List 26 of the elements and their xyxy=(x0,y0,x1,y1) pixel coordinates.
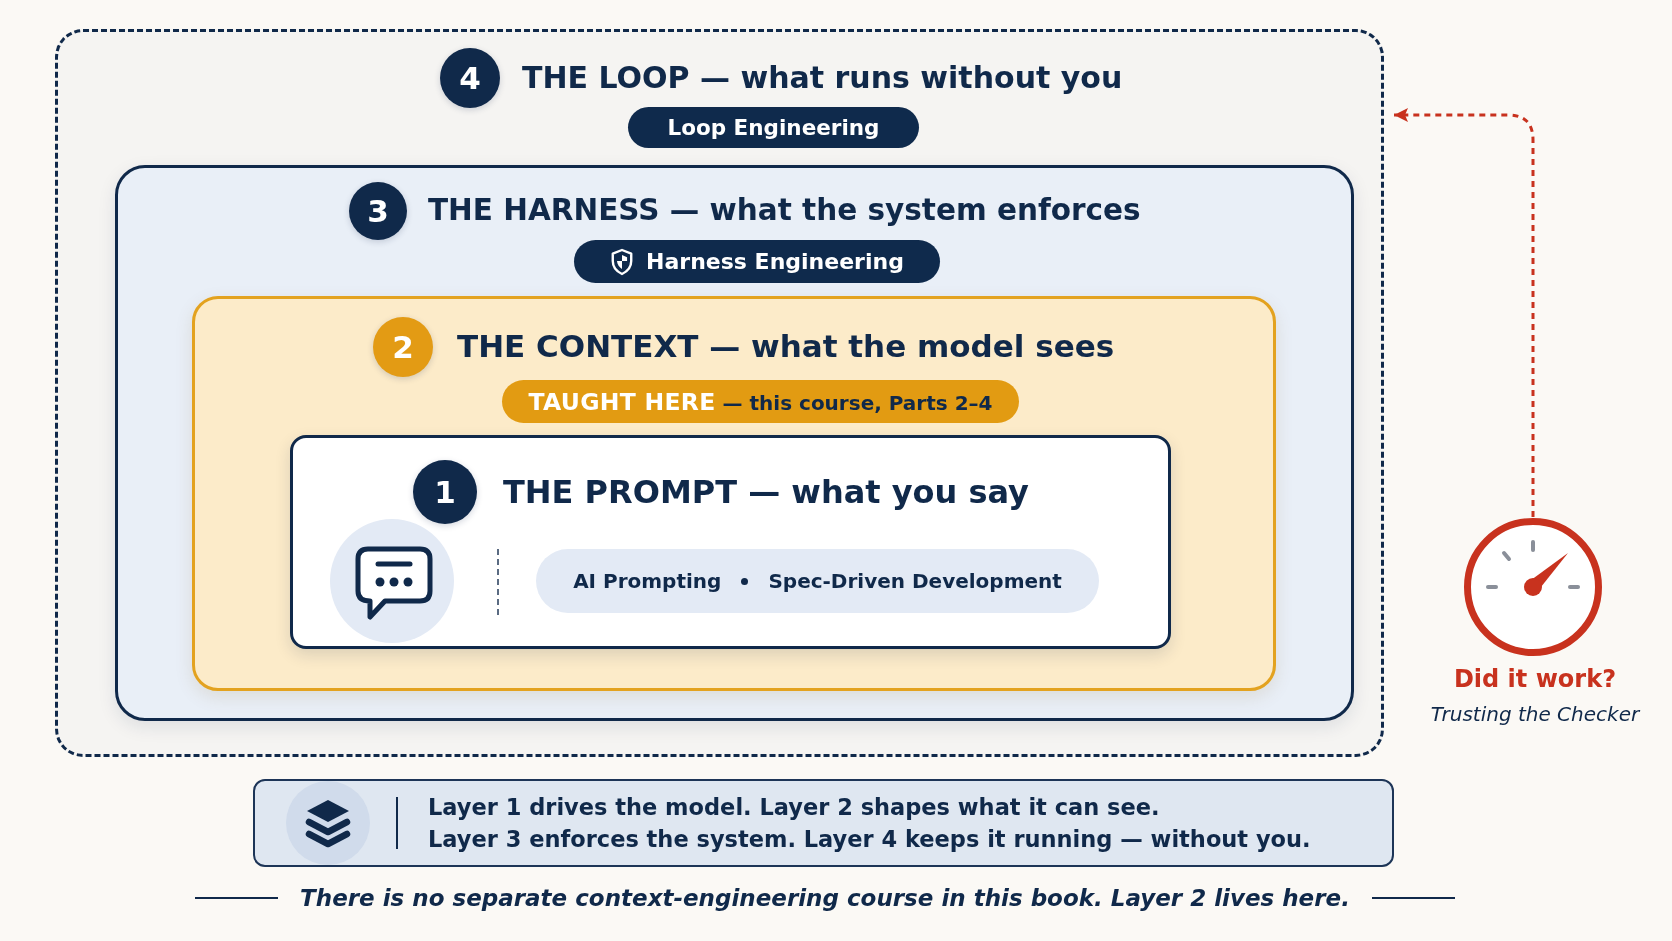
topic-text: Spec-Driven Development xyxy=(768,569,1062,593)
layer-heading: THE CONTEXT — what the model sees xyxy=(457,328,1115,366)
tag-pill: Loop Engineering xyxy=(628,107,919,148)
summary-panel xyxy=(253,779,1394,867)
number-badge: 2 xyxy=(373,317,433,377)
arrow xyxy=(1394,108,1535,517)
tag-text: Harness Engineering xyxy=(646,249,904,274)
gauge-icon xyxy=(1463,517,1603,657)
layer-panel xyxy=(55,29,1384,757)
gauge-caption: Did it work? xyxy=(1453,665,1617,693)
topic-text: AI Prompting xyxy=(573,569,722,593)
layer-heading: THE HARNESS — what the system enforces xyxy=(428,193,1141,229)
tag-pill: TAUGHT HERE — this course, Parts 2–4 xyxy=(502,380,1019,423)
layer-panel xyxy=(192,296,1276,691)
layer-heading: THE PROMPT — what you say xyxy=(503,472,1029,512)
footnote-text: There is no separate context-engineering course in this book. Layer 2 lives here. xyxy=(300,885,1350,911)
number-badge: 3 xyxy=(349,182,407,240)
layer-panel xyxy=(290,435,1171,649)
tag-pill xyxy=(574,240,940,283)
summary-text: Layer 3 enforces the system. Layer 4 keeps it running — without you. xyxy=(428,825,1311,854)
number-badge: 1 xyxy=(413,460,477,524)
gauge-subcaption: Trusting the Checker xyxy=(1430,702,1640,726)
number-badge: 4 xyxy=(440,48,500,108)
summary-text: Layer 1 drives the model. Layer 2 shapes what it can see. xyxy=(428,793,1161,822)
layer-heading: THE LOOP — what runs without you xyxy=(522,60,1123,96)
layer-panel xyxy=(115,165,1354,721)
